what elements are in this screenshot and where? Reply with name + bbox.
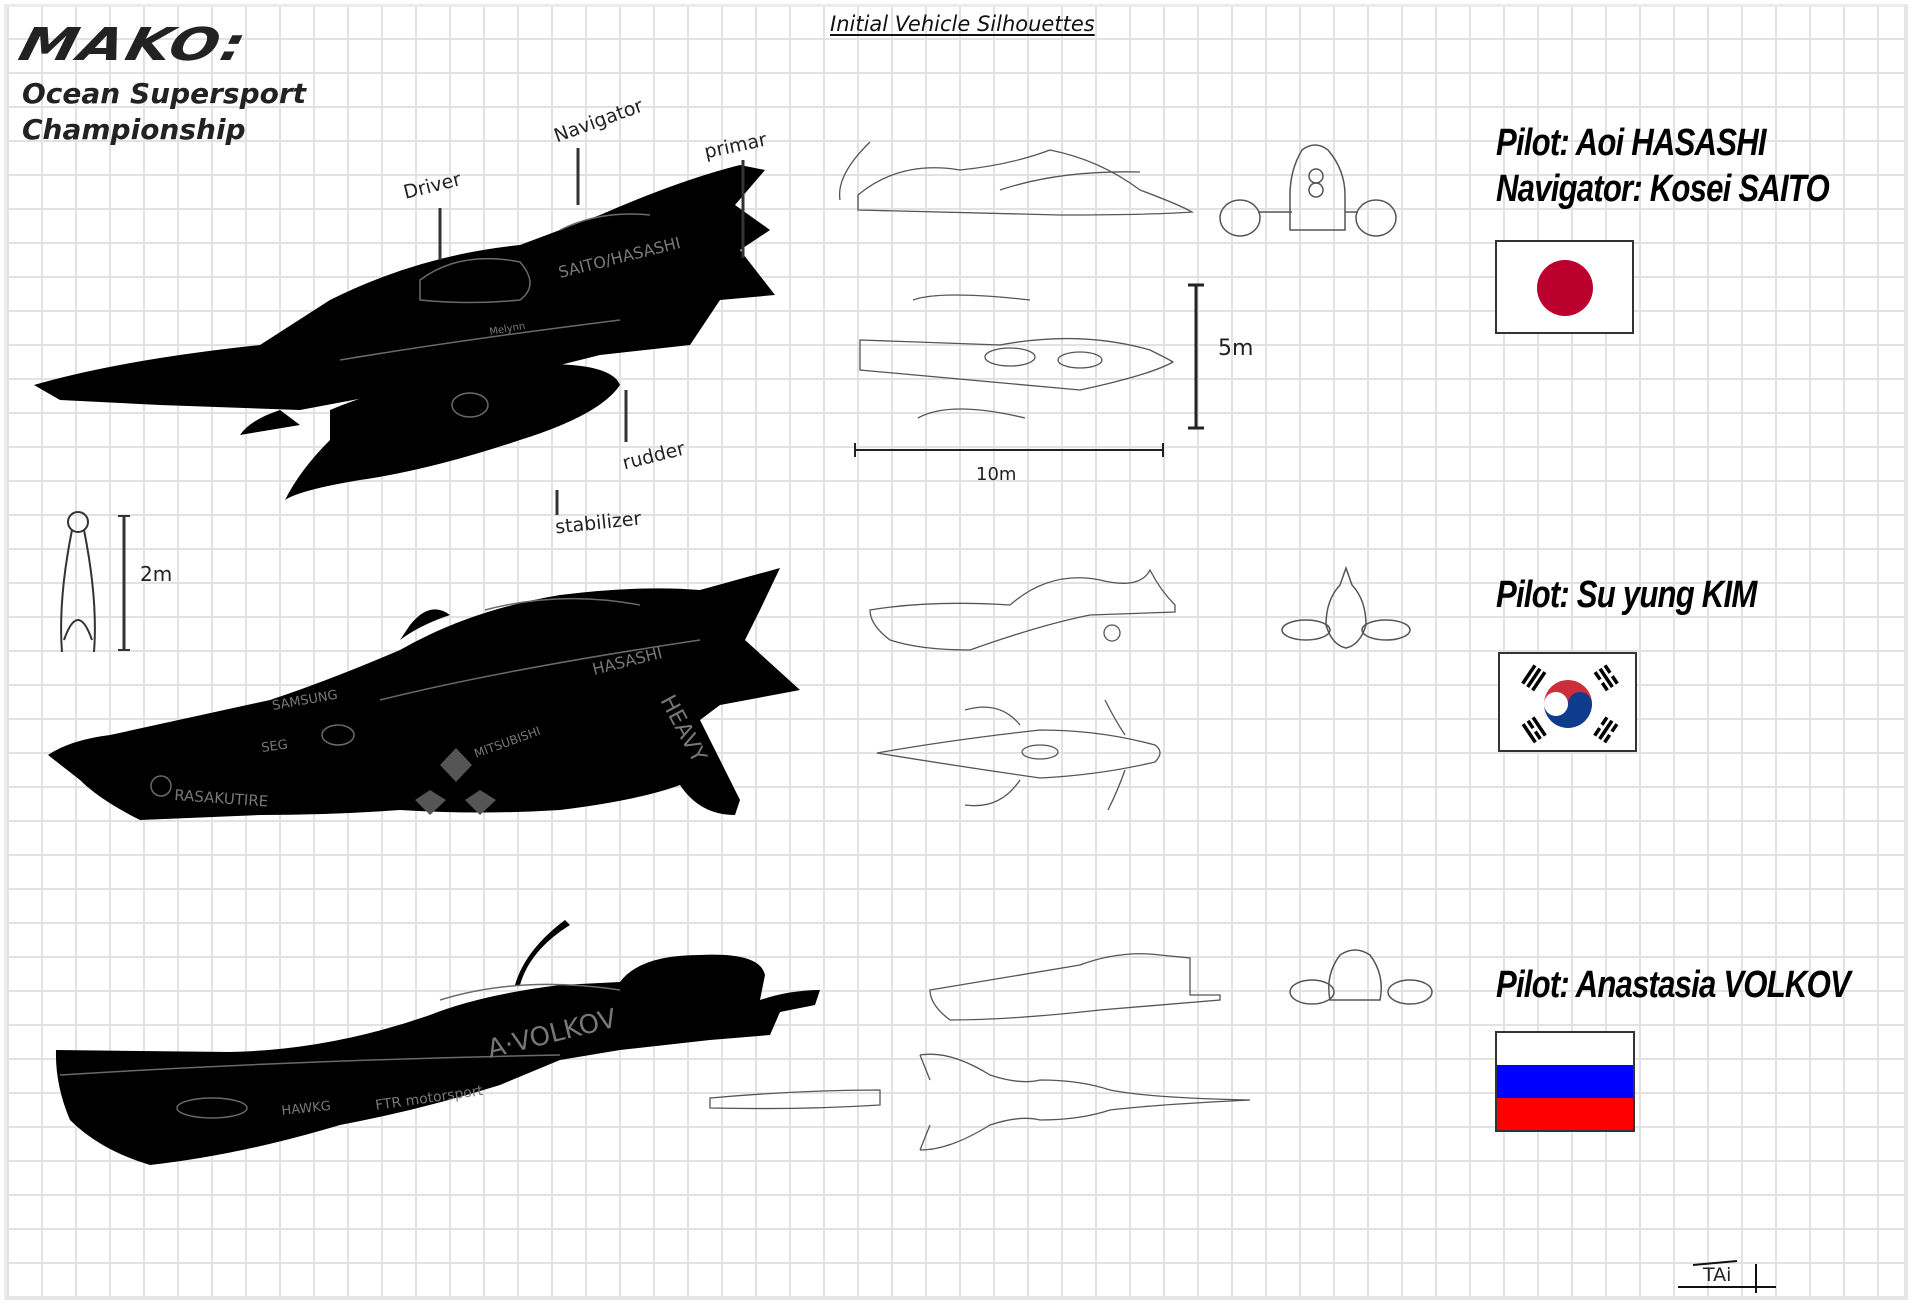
vehicle-2-pilot-label: Pilot: Su yung KIM <box>1496 574 1757 616</box>
logo-subtitle-line2: Championship <box>22 113 246 146</box>
vehicle-3-pilot-label: Pilot: Anastasia VOLKOV <box>1496 964 1851 1006</box>
vehicle-1-pilot-label: Pilot: Aoi HASASHI <box>1496 122 1767 164</box>
flag-russia-white <box>1497 1033 1633 1066</box>
svg-text:HAWKG: HAWKG <box>281 1099 332 1119</box>
dimension-height-label: 2m <box>140 562 173 586</box>
sheet-title: Initial Vehicle Silhouettes <box>830 12 1095 36</box>
flag-russia-red <box>1497 1097 1633 1130</box>
flag-japan-disc <box>1537 260 1593 316</box>
flag-russia <box>1495 1031 1635 1132</box>
vehicle-1-navigator-label: Navigator: Kosei SAITO <box>1496 168 1830 210</box>
artist-signature: TAi <box>1703 1264 1732 1286</box>
flag-russia-blue <box>1497 1065 1633 1098</box>
dimension-width-label: 5m <box>1218 336 1254 361</box>
logo-subtitle-line1: Ocean Supersport <box>22 77 307 110</box>
dimension-length-label: 10m <box>976 464 1017 485</box>
flag-japan <box>1495 240 1634 334</box>
svg-text:SEG: SEG <box>260 737 288 756</box>
flag-south-korea <box>1498 652 1637 752</box>
flag-south-korea-emblem <box>1521 664 1619 744</box>
